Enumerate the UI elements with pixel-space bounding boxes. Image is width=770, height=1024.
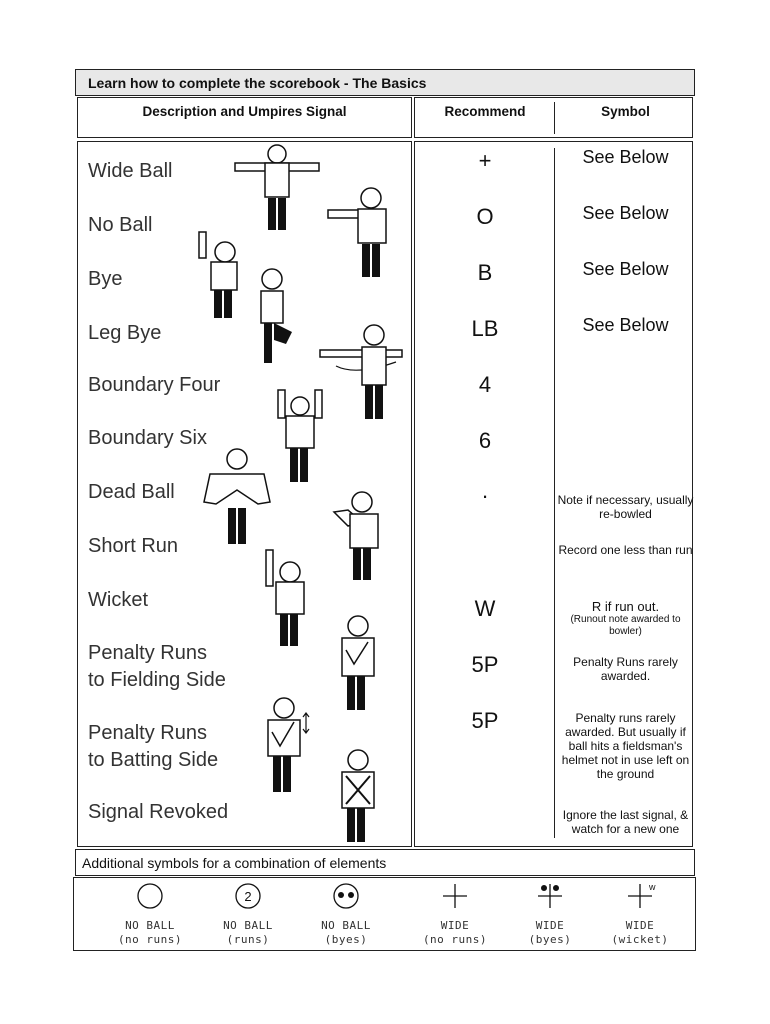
label-penalty-batting-2: to Batting Side <box>88 749 219 771</box>
legend-wide-byes: WIDE (byes) <box>502 878 598 947</box>
symbol-bye: See Below <box>582 259 669 279</box>
legend-line2: (byes) <box>528 933 572 946</box>
circle-digit: 2 <box>244 889 251 904</box>
legend-no-ball-byes: NO BALL (byes) <box>298 878 394 947</box>
label-signal-revoked: Signal Revoked <box>88 801 229 823</box>
plus-w-icon: w <box>628 882 656 908</box>
legend-line2: (runs) <box>226 933 270 946</box>
label-wide-ball: Wide Ball <box>88 160 173 182</box>
label-penalty-fielding-2: to Fielding Side <box>88 669 226 691</box>
signal-revoked-umpire-icon <box>341 749 375 842</box>
symbol-wicket-main: R if run out. <box>591 599 660 614</box>
symbol-penalty-batting: Penalty runs rarely awarded. But usually… <box>561 711 690 781</box>
additional-symbols-panel: NO BALL (no runs) 2 NO BALL (runs) NO BA… <box>73 877 696 951</box>
leg-bye-motion-umpire-icon <box>319 324 403 419</box>
recommend-penalty-fielding: 5P <box>471 652 499 677</box>
header-divider <box>554 102 555 134</box>
wicket-umpire-icon <box>265 549 305 646</box>
circle-2-icon: 2 <box>235 883 261 909</box>
legend-line2: (byes) <box>324 933 368 946</box>
penalty-batting-umpire-icon <box>267 697 310 792</box>
circle-dots-icon <box>333 883 359 909</box>
recommend-wicket: W <box>474 596 496 621</box>
recommend-wide-ball: + <box>478 148 492 173</box>
header-recommend-symbol: Recommend Symbol <box>414 97 693 138</box>
label-penalty-batting-1: Penalty Runs <box>88 722 207 744</box>
wide-ball-umpire-icon <box>234 144 320 230</box>
header-description: Description and Umpires Signal <box>77 97 412 138</box>
recommend-dead-ball: . <box>481 478 489 503</box>
boundary-four-umpire-icon <box>277 389 323 482</box>
recommend-no-ball: O <box>476 204 494 229</box>
legend-no-ball-runs: 2 NO BALL (runs) <box>200 878 296 947</box>
legend-line2: (no runs) <box>117 933 183 946</box>
no-ball-umpire-icon <box>327 187 387 277</box>
legend-line2: (no runs) <box>422 933 488 946</box>
legend-line1: WIDE <box>440 919 470 932</box>
label-boundary-six: Boundary Six <box>88 427 207 449</box>
label-short-run: Short Run <box>88 535 179 557</box>
label-bye: Bye <box>88 268 123 290</box>
legend-line1: WIDE <box>625 919 655 932</box>
signals-panel: Wide Ball No Ball Bye Leg Bye Boundary F… <box>77 141 412 847</box>
label-no-ball: No Ball <box>88 214 153 236</box>
leg-bye-umpire-icon <box>260 268 292 363</box>
w-superscript: w <box>648 882 656 892</box>
symbol-signal-revoked: Ignore the last signal, & watch for a ne… <box>562 808 689 836</box>
plus-dots-icon <box>538 884 562 908</box>
label-penalty-fielding-1: Penalty Runs <box>88 642 207 664</box>
symbol-wide-ball: See Below <box>582 147 669 167</box>
header-symbol: Symbol <box>601 104 650 119</box>
recommend-leg-bye: LB <box>471 316 499 341</box>
short-run-umpire-icon <box>332 491 379 580</box>
legend-wide-no-runs: WIDE (no runs) <box>407 878 503 947</box>
recommend-symbol-panel: + See Below O See Below B See Below LB S… <box>414 141 693 847</box>
recommend-boundary-four: 4 <box>478 372 492 397</box>
label-dead-ball: Dead Ball <box>88 481 175 503</box>
header-recommend: Recommend <box>444 104 526 119</box>
label-wicket: Wicket <box>88 589 148 611</box>
symbol-penalty-fielding: Penalty Runs rarely awarded. <box>573 655 678 683</box>
legend-line2: (wicket) <box>611 933 669 946</box>
plus-icon <box>443 884 467 908</box>
symbol-leg-bye: See Below <box>582 315 669 335</box>
legend-line1: NO BALL <box>125 919 175 932</box>
legend-line1: NO BALL <box>223 919 273 932</box>
penalty-fielding-umpire-icon <box>341 615 375 710</box>
symbol-wicket: R if run out. (Runout note awarded to bo… <box>557 600 694 638</box>
symbol-short-run: Record one less than run <box>558 543 693 557</box>
recommend-penalty-batting: 5P <box>471 708 499 733</box>
bye-umpire-icon <box>198 231 238 318</box>
symbol-no-ball: See Below <box>582 203 669 223</box>
legend-no-ball-no-runs: NO BALL (no runs) <box>102 878 198 947</box>
page-title: Learn how to complete the scorebook - Th… <box>75 69 695 96</box>
symbol-wicket-note: (Runout note awarded to bowler) <box>570 614 681 637</box>
recommend-boundary-six: 6 <box>478 428 492 453</box>
recommend-bye: B <box>477 260 493 285</box>
column-divider <box>554 148 555 838</box>
label-boundary-four: Boundary Four <box>88 374 221 396</box>
additional-symbols-title: Additional symbols for a combination of … <box>75 849 695 876</box>
legend-line1: NO BALL <box>321 919 371 932</box>
label-leg-bye: Leg Bye <box>88 322 162 344</box>
legend-line1: WIDE <box>535 919 565 932</box>
dead-ball-umpire-icon <box>203 448 271 544</box>
circle-icon <box>137 883 163 909</box>
symbol-dead-ball: Note if necessary, usually re-bowled <box>557 493 694 521</box>
legend-wide-wicket: w WIDE (wicket) <box>592 878 688 947</box>
